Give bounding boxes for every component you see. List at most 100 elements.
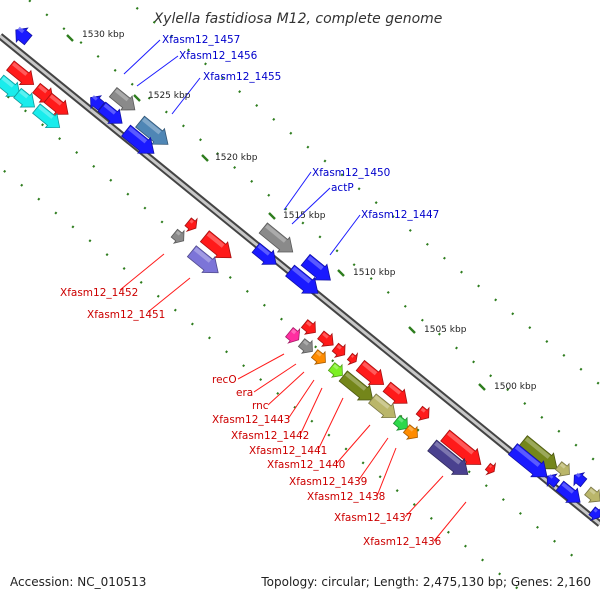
tick-mark-major [478,383,486,391]
gene-arrow-body [338,370,374,401]
gene-arrow-body [310,349,326,365]
gene-arrow-body [346,352,359,366]
gene-label-xfasm12-1436[interactable]: Xfasm12_1436 [363,536,442,548]
gene-arrow-body [507,443,548,478]
gene-arrow-body [300,319,316,335]
gene-arrow [402,424,418,440]
gene-label-era[interactable]: era [236,387,253,399]
gene-arrow-highlight [524,437,551,459]
gene-arrow-highlight [91,95,98,101]
tick-label-1505: 1505 kbp [424,325,467,335]
gene-arrow [297,338,313,354]
gene-arrow-body [97,101,123,124]
gene-arrow [484,462,497,476]
gene-arrow [584,486,600,503]
gene-arrow-body [186,245,219,274]
gene-arrow [355,359,385,385]
gene-arrow-highlight [397,417,404,423]
tick-label-1515: 1515 kbp [283,211,326,221]
gene-label-xfasm12-1442[interactable]: Xfasm12_1442 [231,430,309,442]
leader-line [287,379,315,420]
tick-mark-major [408,326,416,334]
gene-arrow-body [258,222,294,253]
tick-label-1510: 1510 kbp [353,268,396,278]
gene-label-xfasm12-1450[interactable]: Xfasm12_1450 [312,167,390,179]
gene-arrow-highlight [1,76,15,88]
gene-label-actp[interactable]: actP [331,182,354,194]
gene-arrow [338,370,374,401]
gene-arrow-highlight [49,94,63,106]
gene-arrow [440,429,482,465]
gene-arrow-body [392,415,408,431]
gene-label-xfasm12-1455[interactable]: Xfasm12_1455 [203,71,281,83]
gene-label-xfasm12-1441[interactable]: Xfasm12_1441 [249,445,327,457]
gene-label-xfasm12-1438[interactable]: Xfasm12_1438 [307,491,385,503]
gene-arrow-highlight [548,474,554,479]
gene-arrow-highlight [291,266,312,284]
gene-arrow-highlight [362,361,378,376]
gene-arrow-body [440,429,482,465]
gene-arrow [13,87,36,108]
gene-arrow-highlight [514,445,541,467]
gene-arrow [507,443,548,478]
leader-line [283,171,312,211]
gene-arrow [346,352,359,366]
leader-line [267,371,305,406]
gene-arrow-body [427,439,469,475]
gene-arrow [199,230,232,259]
gene-label-xfasm12-1440[interactable]: Xfasm12_1440 [267,459,345,471]
gene-arrow [427,439,469,475]
gene-arrow-highlight [175,230,181,236]
gene-arrow [300,253,331,281]
tick-labels: 1530 kbp 1525 kbp 1520 kbp 1515 kbp 1510… [82,30,537,392]
gene-label-xfasm12-1456[interactable]: Xfasm12_1456 [179,50,258,62]
gene-arrow-highlight [291,328,297,335]
gene-arrow-body [90,95,106,111]
gene-label-rnc[interactable]: rnc [252,400,269,412]
gene-arrow [317,330,334,347]
gene-arrow-body [0,74,21,97]
gene-arrow-highlight [447,431,475,455]
gene-arrow-body [368,393,397,419]
leader-line [299,387,323,436]
leader-line [147,277,191,313]
gene-arrow-highlight [302,340,309,346]
gene-label-xfasm12-1451[interactable]: Xfasm12_1451 [87,309,165,321]
gene-arrow [327,362,343,378]
gene-arrow [184,217,198,233]
gene-arrow [90,95,106,111]
gene-label-reco[interactable]: recO [212,374,237,386]
tick-row-inner-top [28,0,600,467]
gene-arrow-body [382,381,408,404]
gene-arrow [32,103,61,129]
gene-arrow [135,115,169,145]
gene-arrow-body [554,461,570,477]
gene-arrow-body [573,472,588,488]
gene-arrow-body [415,405,430,421]
gene-arrow-highlight [193,247,212,263]
gene-label-xfasm12-1439[interactable]: Xfasm12_1439 [289,476,367,488]
gene-label-xfasm12-1452[interactable]: Xfasm12_1452 [60,287,138,299]
gene-arrow [258,222,294,253]
tick-row-outer-bottom [0,166,534,600]
tick-label-1500: 1500 kbp [494,382,537,392]
gene-arrow-highlight [351,354,355,358]
gene-arrow-body [199,230,232,259]
gene-arrow [310,349,326,365]
gene-arrow [588,506,600,522]
gene-label-xfasm12-1443[interactable]: Xfasm12_1443 [212,414,290,426]
gene-arrow-body [170,228,185,244]
gene-label-xfasm12-1447[interactable]: Xfasm12_1447 [361,209,439,221]
gene-label-xfasm12-1437[interactable]: Xfasm12_1437 [334,512,412,524]
gene-label-xfasm12-1457[interactable]: Xfasm12_1457 [162,34,240,46]
gene-arrow-body [331,342,346,358]
gene-arrow-highlight [141,117,162,135]
gene-arrow [285,264,319,294]
gene-arrow-body [135,115,169,145]
gene-arrow-highlight [307,255,324,271]
gene-arrow-body [15,27,33,46]
tick-mark-major [133,94,141,102]
gene-arrow-body [484,462,497,476]
leader-line [317,397,344,451]
gene-arrow [554,461,570,477]
